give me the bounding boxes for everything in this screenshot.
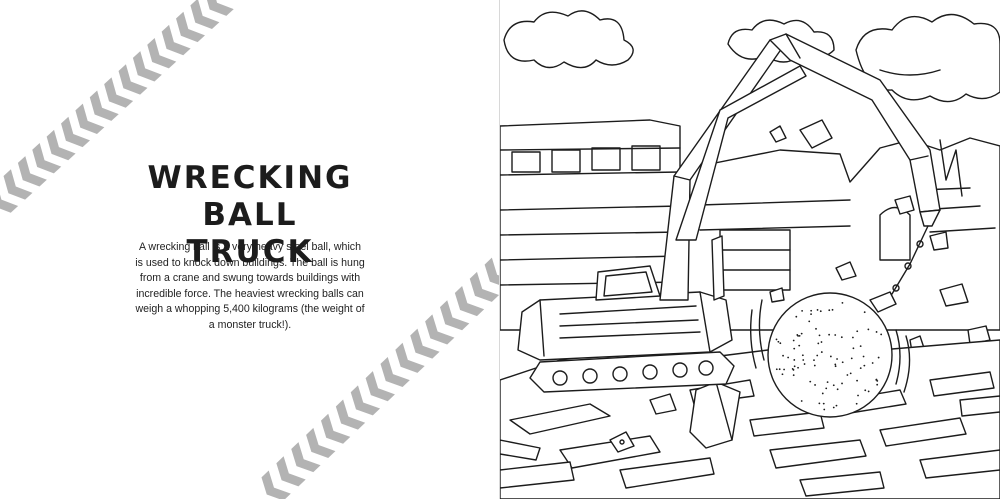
title-line-2: BALL TRUCK [186,197,314,270]
tread-chevron [61,116,90,148]
tread-chevron [484,257,500,288]
tread-chevron [190,0,220,29]
tire-tread-top [0,0,500,499]
tread-chevron [104,77,134,108]
right-page [500,0,1000,499]
tread-chevron [320,413,351,444]
tread-chevron [75,103,105,134]
tread-chevron [454,286,485,317]
cloud-left [503,10,634,69]
tread-chevron [439,300,470,331]
tread-chevron [306,427,336,458]
flying-debris [769,119,991,353]
tread-chevron [204,0,234,16]
crane-boom [659,33,941,301]
description-text: A wrecking ball is a very heavy steel ba… [135,241,365,331]
tread-chevron [291,442,321,473]
tread-chevron [32,142,62,174]
tread-chevron [89,90,119,121]
tread-chevron [161,24,191,56]
page-title: WRECKING BALL TRUCK [140,160,360,271]
tread-chevron [425,314,455,345]
tread-chevron [469,271,500,302]
wrecking-ball [749,291,911,418]
left-page: WRECKING BALL TRUCK A wrecking ball is a… [0,0,500,499]
tread-chevron [395,342,425,373]
tread-chevron [3,169,33,200]
tread-chevron [380,356,410,388]
tread-chevron [365,371,395,402]
tread-chevron [350,385,381,416]
tread-chevron [261,470,291,499]
tread-chevron [335,399,366,430]
tread-chevron [276,456,306,487]
tread-chevron [176,11,205,43]
tread-chevron [147,37,177,69]
cloud-right [855,13,1000,103]
tread-chevron [132,51,162,82]
chain [891,225,929,295]
tread-chevron [17,156,47,187]
wrecking-ball-truck-illustration [500,10,1000,499]
wrecking-truck [517,265,735,393]
tread-chevron [46,129,76,161]
tread-chevron [118,64,148,95]
tread-chevron [0,182,19,213]
title-line-1: WRECKING [147,160,353,196]
tread-chevron [410,328,440,359]
